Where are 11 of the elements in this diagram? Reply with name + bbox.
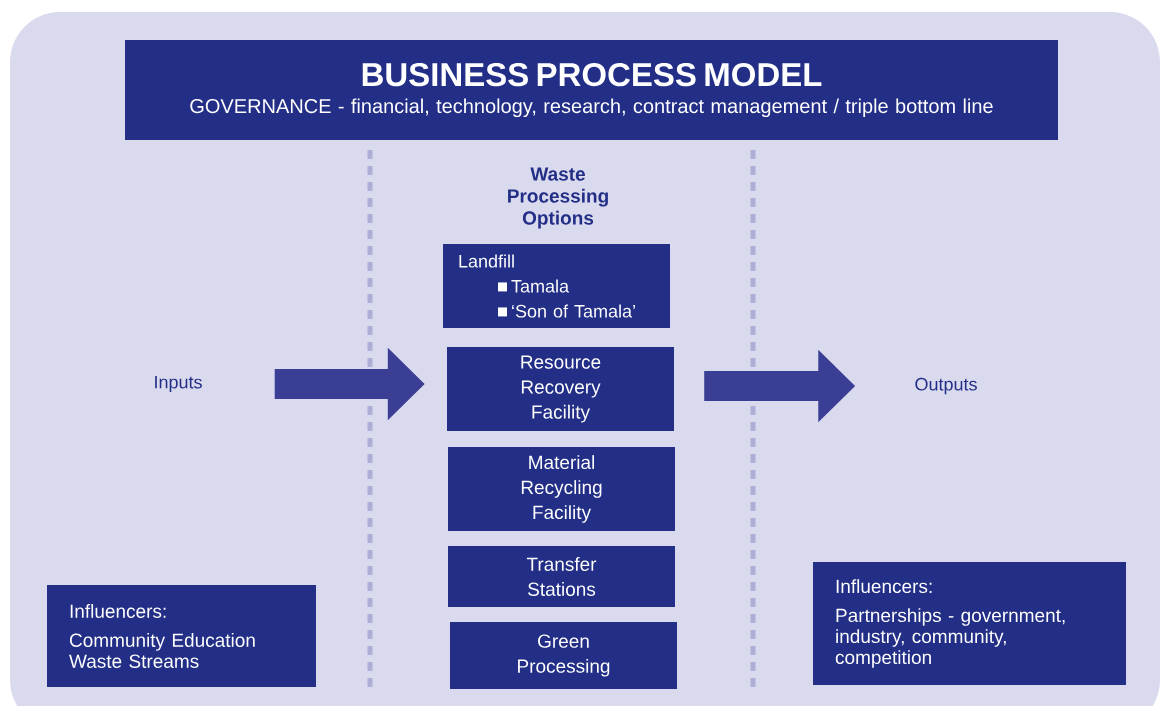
process-box: Landfill Tamala ‘Son of Tamala’ [443, 244, 670, 328]
outputs-label: Outputs [915, 377, 977, 395]
process-box: Transfer Stations [448, 546, 675, 607]
title-banner: BUSINESS PROCESS MODEL GOVERNANCE - financial, technology, research, contract management / triple bottom line [125, 40, 1058, 140]
inputs-label: Inputs [155, 375, 202, 393]
section-heading: Waste Processing Options [508, 167, 608, 229]
process-box: Resource Recovery Facility [447, 347, 674, 431]
influencers-box: Influencers: Community Education Waste Streams [47, 585, 316, 687]
process-box: Material Recycling Facility [448, 447, 675, 531]
influencers-box: Influencers: Partnerships - government, industry, community, competition [813, 562, 1126, 685]
process-box: Green Processing [450, 622, 677, 689]
